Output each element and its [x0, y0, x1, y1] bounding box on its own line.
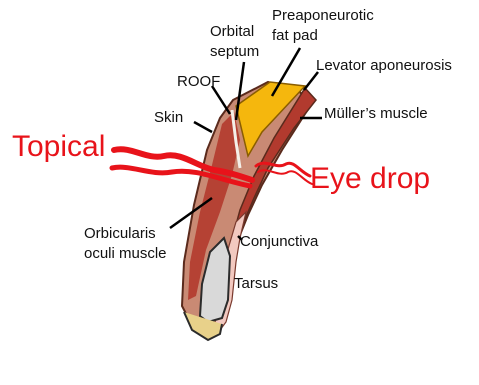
label-orbital-line2: septum	[210, 43, 259, 60]
leader-roof	[212, 86, 230, 114]
leader-skin	[194, 122, 212, 132]
label-orbital-line1: Orbital	[210, 23, 254, 40]
label-roof: ROOF	[177, 73, 220, 90]
label-orbicularis-line2: oculi muscle	[84, 245, 167, 262]
label-topical: Topical	[12, 130, 105, 163]
leader-levator	[304, 72, 318, 90]
label-skin: Skin	[154, 109, 183, 126]
label-preaponeurotic-line1: Preaponeurotic	[272, 7, 374, 24]
label-conjunctiva: Conjunctiva	[240, 233, 319, 250]
label-eye-drop: Eye drop	[310, 162, 430, 195]
label-orbicularis-line1: Orbicularis	[84, 225, 156, 242]
label-levator: Levator aponeurosis	[316, 57, 452, 74]
label-tarsus: Tarsus	[234, 275, 278, 292]
eyelid-cross-section	[182, 82, 316, 340]
label-preaponeurotic-line2: fat pad	[272, 27, 318, 44]
label-muller: Müller’s muscle	[324, 105, 428, 122]
